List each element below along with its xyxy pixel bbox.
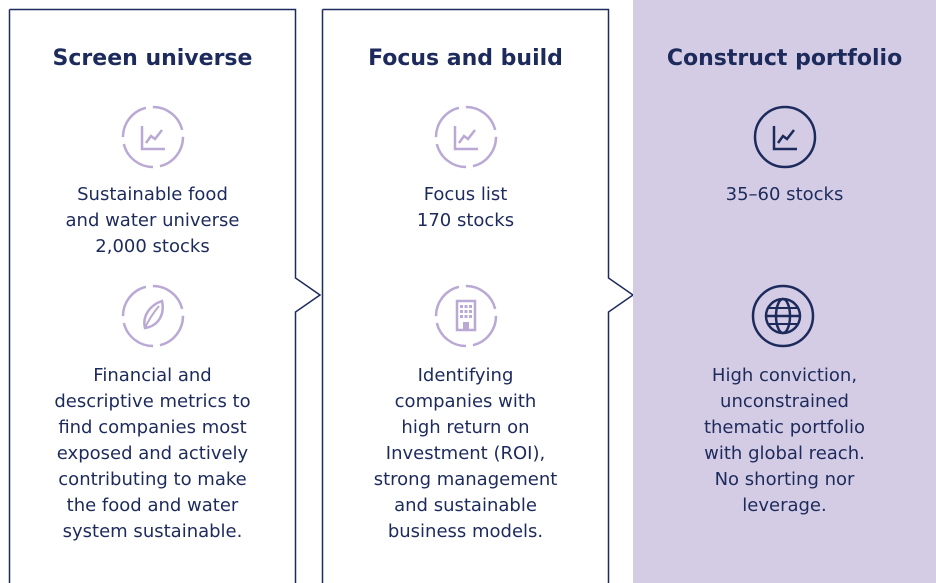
step-description: Financial and descriptive metrics to fin… [54,365,251,542]
step-focus-and-build: Focus and build Focus list 170 stocks Id… [322,0,609,583]
step-metric-text: Sustainable food and water universe 2,00… [65,184,240,257]
step-construct-portfolio: Construct portfolio 35–60 stocks High co… [633,0,936,583]
step-metric-text: Focus list 170 stocks [416,184,515,231]
globe-icon [750,283,816,349]
step-description: High conviction, unconstrained thematic … [703,365,866,516]
line-chart-icon [433,104,499,170]
step-title: Screen universe [52,46,253,71]
line-chart-icon [120,104,186,170]
line-chart-icon [752,104,818,170]
step-metric-text: 35–60 stocks [725,184,844,205]
building-icon [433,283,499,349]
step-title: Construct portfolio [666,46,903,71]
leaf-icon [120,283,186,349]
step-title: Focus and build [368,46,563,71]
step-description: Identifying companies with high return o… [373,365,558,542]
step-screen-universe: Screen universe Sustainable food and wat… [9,0,296,583]
